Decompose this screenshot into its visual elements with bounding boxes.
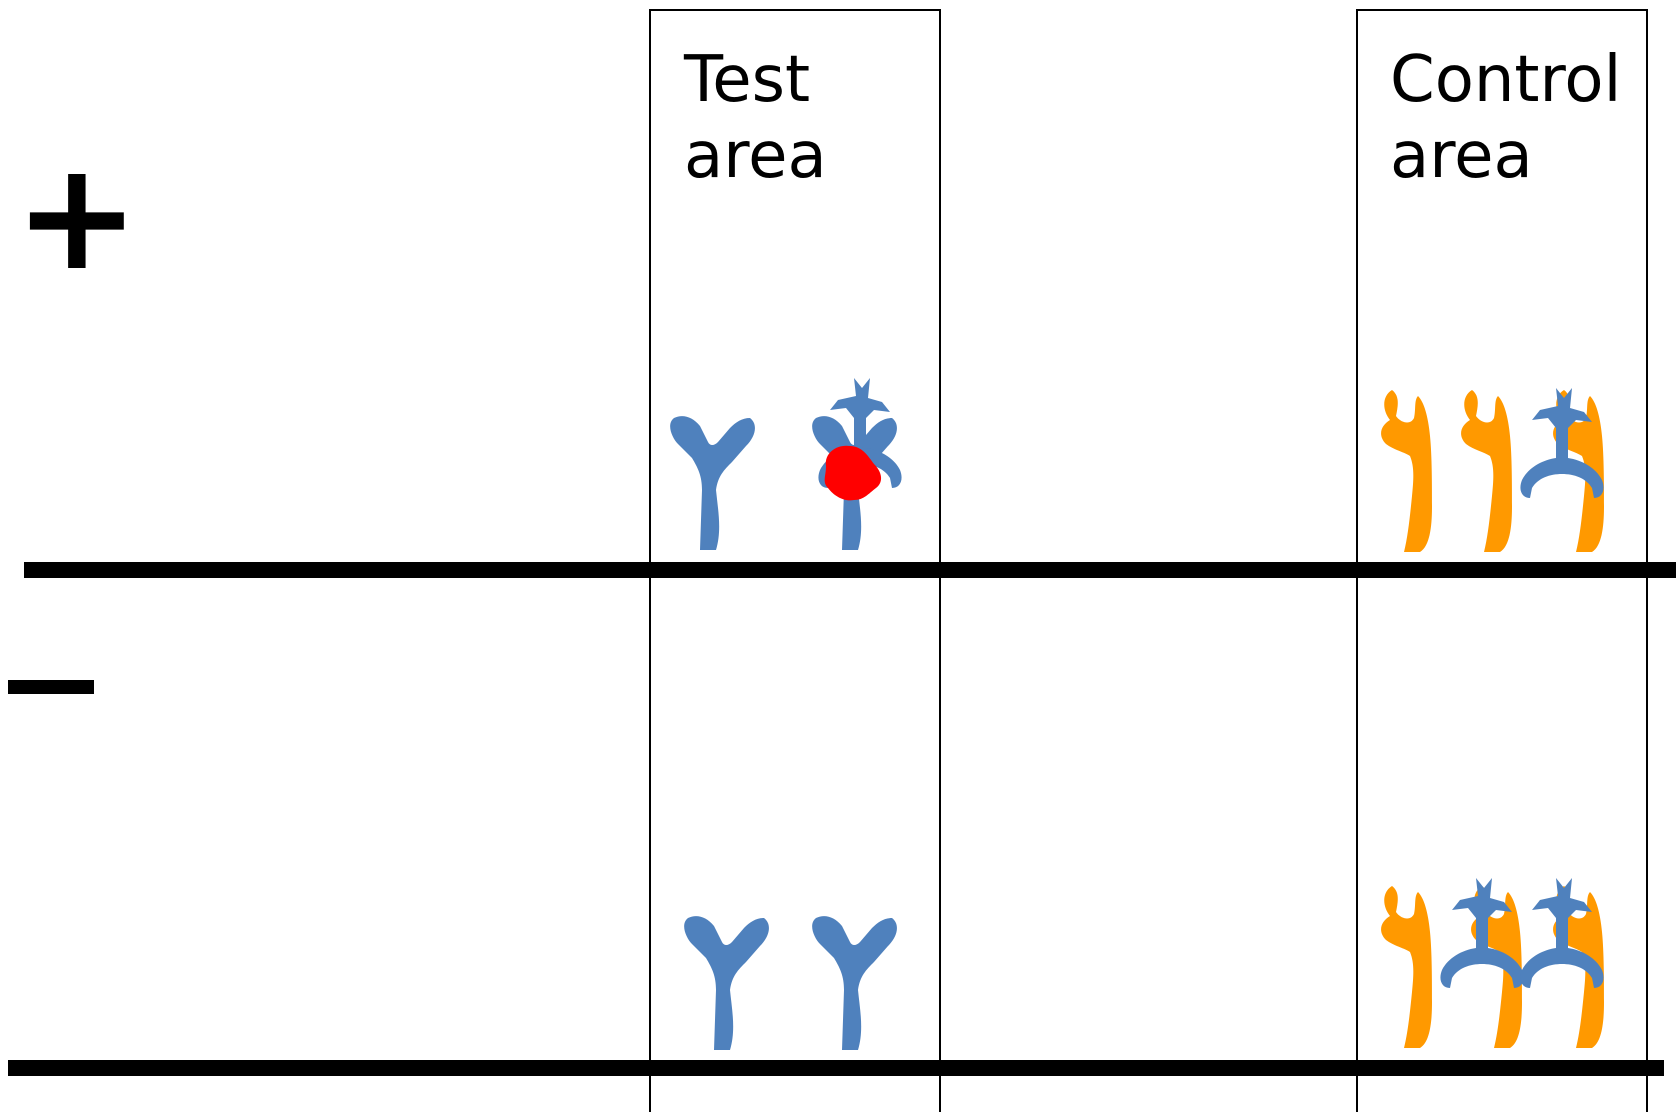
control-area-label: Control area bbox=[1390, 43, 1622, 193]
negative-sign: – bbox=[8, 680, 94, 694]
positive-strip-line bbox=[24, 562, 1676, 578]
control-antibody-icon bbox=[1461, 390, 1512, 552]
positive-sign: + bbox=[14, 130, 140, 304]
negative-strip-line bbox=[8, 1060, 1664, 1076]
control-antibody-icon bbox=[1381, 390, 1432, 552]
antibody-icon bbox=[670, 416, 755, 550]
control-antibody-icon bbox=[1381, 886, 1432, 1048]
test-area-label: Test area bbox=[684, 43, 827, 193]
antibody-icon bbox=[684, 916, 769, 1050]
antibody-icon bbox=[812, 916, 897, 1050]
